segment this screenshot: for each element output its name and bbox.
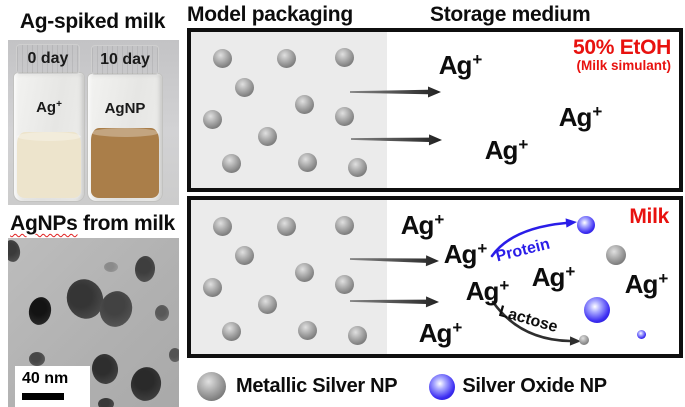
silver-oxide-np bbox=[577, 216, 595, 234]
ag-ion-label: Ag+ bbox=[443, 239, 488, 269]
milk-label-line1: Milk bbox=[629, 205, 669, 228]
etoh-label-line1: 50% EtOH bbox=[573, 36, 671, 59]
vial-day10-label: AgNP bbox=[104, 100, 146, 117]
metallic-silver-np bbox=[297, 152, 317, 172]
tem-nanoparticle bbox=[8, 238, 22, 264]
agnps-title-rest: from milk bbox=[77, 212, 175, 235]
metallic-silver-np bbox=[202, 109, 222, 129]
vial-day10-cap: 10 day bbox=[91, 45, 159, 75]
milk-liquid-day10 bbox=[91, 128, 159, 198]
tem-image: 40 nm bbox=[8, 238, 179, 407]
metallic-silver-np bbox=[234, 245, 254, 265]
ag-ion-label: Ag+ bbox=[465, 276, 510, 306]
milk-liquid-day0 bbox=[17, 132, 81, 198]
metallic-silver-np bbox=[221, 153, 241, 173]
vial-day0-label: Ag+ bbox=[14, 99, 84, 116]
vial-photo: Ag+ 0 day AgNP 10 day bbox=[8, 40, 179, 205]
silver-oxide-np bbox=[584, 297, 610, 323]
tem-nanoparticle bbox=[104, 262, 118, 272]
vial-day0: Ag+ bbox=[13, 72, 85, 202]
ag-ion-label: Ag+ bbox=[400, 210, 445, 240]
milk-label: Milk bbox=[629, 205, 669, 228]
metallic-silver-np bbox=[276, 48, 296, 68]
legend: Metallic Silver NP Silver Oxide NP bbox=[185, 366, 685, 407]
metallic-silver-np bbox=[212, 216, 232, 236]
metallic-silver-np bbox=[334, 274, 354, 294]
metallic-silver-np bbox=[347, 157, 367, 177]
metallic-silver-np bbox=[276, 216, 296, 236]
silver-oxide-np bbox=[636, 329, 646, 339]
agnps-title-word: AgNPs bbox=[10, 212, 78, 235]
metallic-silver-np-icon bbox=[197, 372, 226, 401]
tem-scale-label: 40 nm bbox=[22, 370, 69, 387]
metallic-silver-np bbox=[334, 106, 354, 126]
vial-day0-cap: 0 day bbox=[16, 44, 80, 74]
tem-nanoparticle bbox=[29, 352, 45, 366]
etoh-box: 50% EtOH (Milk simulant) Ag+ Ag+ Ag+ bbox=[187, 28, 683, 192]
metallic-silver-np bbox=[221, 321, 241, 341]
tem-nanoparticle bbox=[26, 295, 54, 327]
legend-label-metallic-silver: Metallic Silver NP bbox=[236, 375, 398, 397]
vial-day10: AgNP bbox=[87, 73, 163, 202]
agnps-title: AgNPs from milk bbox=[0, 212, 185, 236]
metallic-silver-np bbox=[202, 277, 222, 297]
tem-nanoparticle bbox=[133, 255, 157, 283]
metallic-silver-np bbox=[234, 77, 254, 97]
etoh-box-content: 50% EtOH (Milk simulant) Ag+ Ag+ Ag+ bbox=[191, 32, 679, 188]
tem-nanoparticle bbox=[169, 348, 179, 362]
ag-ion-label: Ag+ bbox=[438, 50, 483, 80]
metallic-silver-np bbox=[294, 262, 314, 282]
vial-day0-label-sup: + bbox=[56, 99, 62, 110]
ag-ion-label: Ag+ bbox=[484, 135, 529, 165]
protein-arrow-head bbox=[565, 218, 577, 228]
tem-nanoparticle bbox=[98, 398, 114, 407]
etoh-label: 50% EtOH (Milk simulant) bbox=[573, 36, 671, 74]
tem-nanoparticle bbox=[90, 352, 120, 386]
metallic-silver-np bbox=[257, 126, 277, 146]
tem-scale-box: 40 nm bbox=[15, 366, 90, 407]
metallic-silver-np bbox=[257, 294, 277, 314]
metallic-silver-np bbox=[334, 47, 354, 67]
lactose-arrow-label: Lactose bbox=[496, 303, 560, 337]
metallic-silver-np bbox=[347, 325, 367, 345]
ag-ion-label: Ag+ bbox=[531, 262, 576, 292]
model-packaging-header: Model packaging bbox=[187, 3, 353, 26]
legend-label-silver-oxide: Silver Oxide NP bbox=[462, 375, 607, 397]
vial-day0-label-text: Ag bbox=[36, 99, 57, 116]
metallic-silver-np bbox=[294, 94, 314, 114]
metallic-silver-np bbox=[334, 215, 354, 235]
metallic-silver-np bbox=[212, 48, 232, 68]
spiked-milk-title: Ag-spiked milk bbox=[19, 10, 166, 33]
tem-nanoparticle bbox=[155, 305, 169, 321]
metallic-silver-np bbox=[606, 245, 626, 265]
etoh-label-line2: (Milk simulant) bbox=[576, 58, 671, 74]
tem-scale-bar bbox=[22, 393, 64, 400]
ag-ion-label: Ag+ bbox=[558, 102, 603, 132]
silver-oxide-np-icon bbox=[429, 373, 456, 400]
ag-ion-label: Ag+ bbox=[418, 318, 463, 348]
ag-ion-label: Ag+ bbox=[624, 269, 669, 299]
metallic-silver-np bbox=[297, 320, 317, 340]
metallic-silver-np bbox=[579, 335, 589, 345]
tem-nanoparticle bbox=[127, 364, 165, 404]
storage-medium-header: Storage medium bbox=[430, 3, 591, 26]
